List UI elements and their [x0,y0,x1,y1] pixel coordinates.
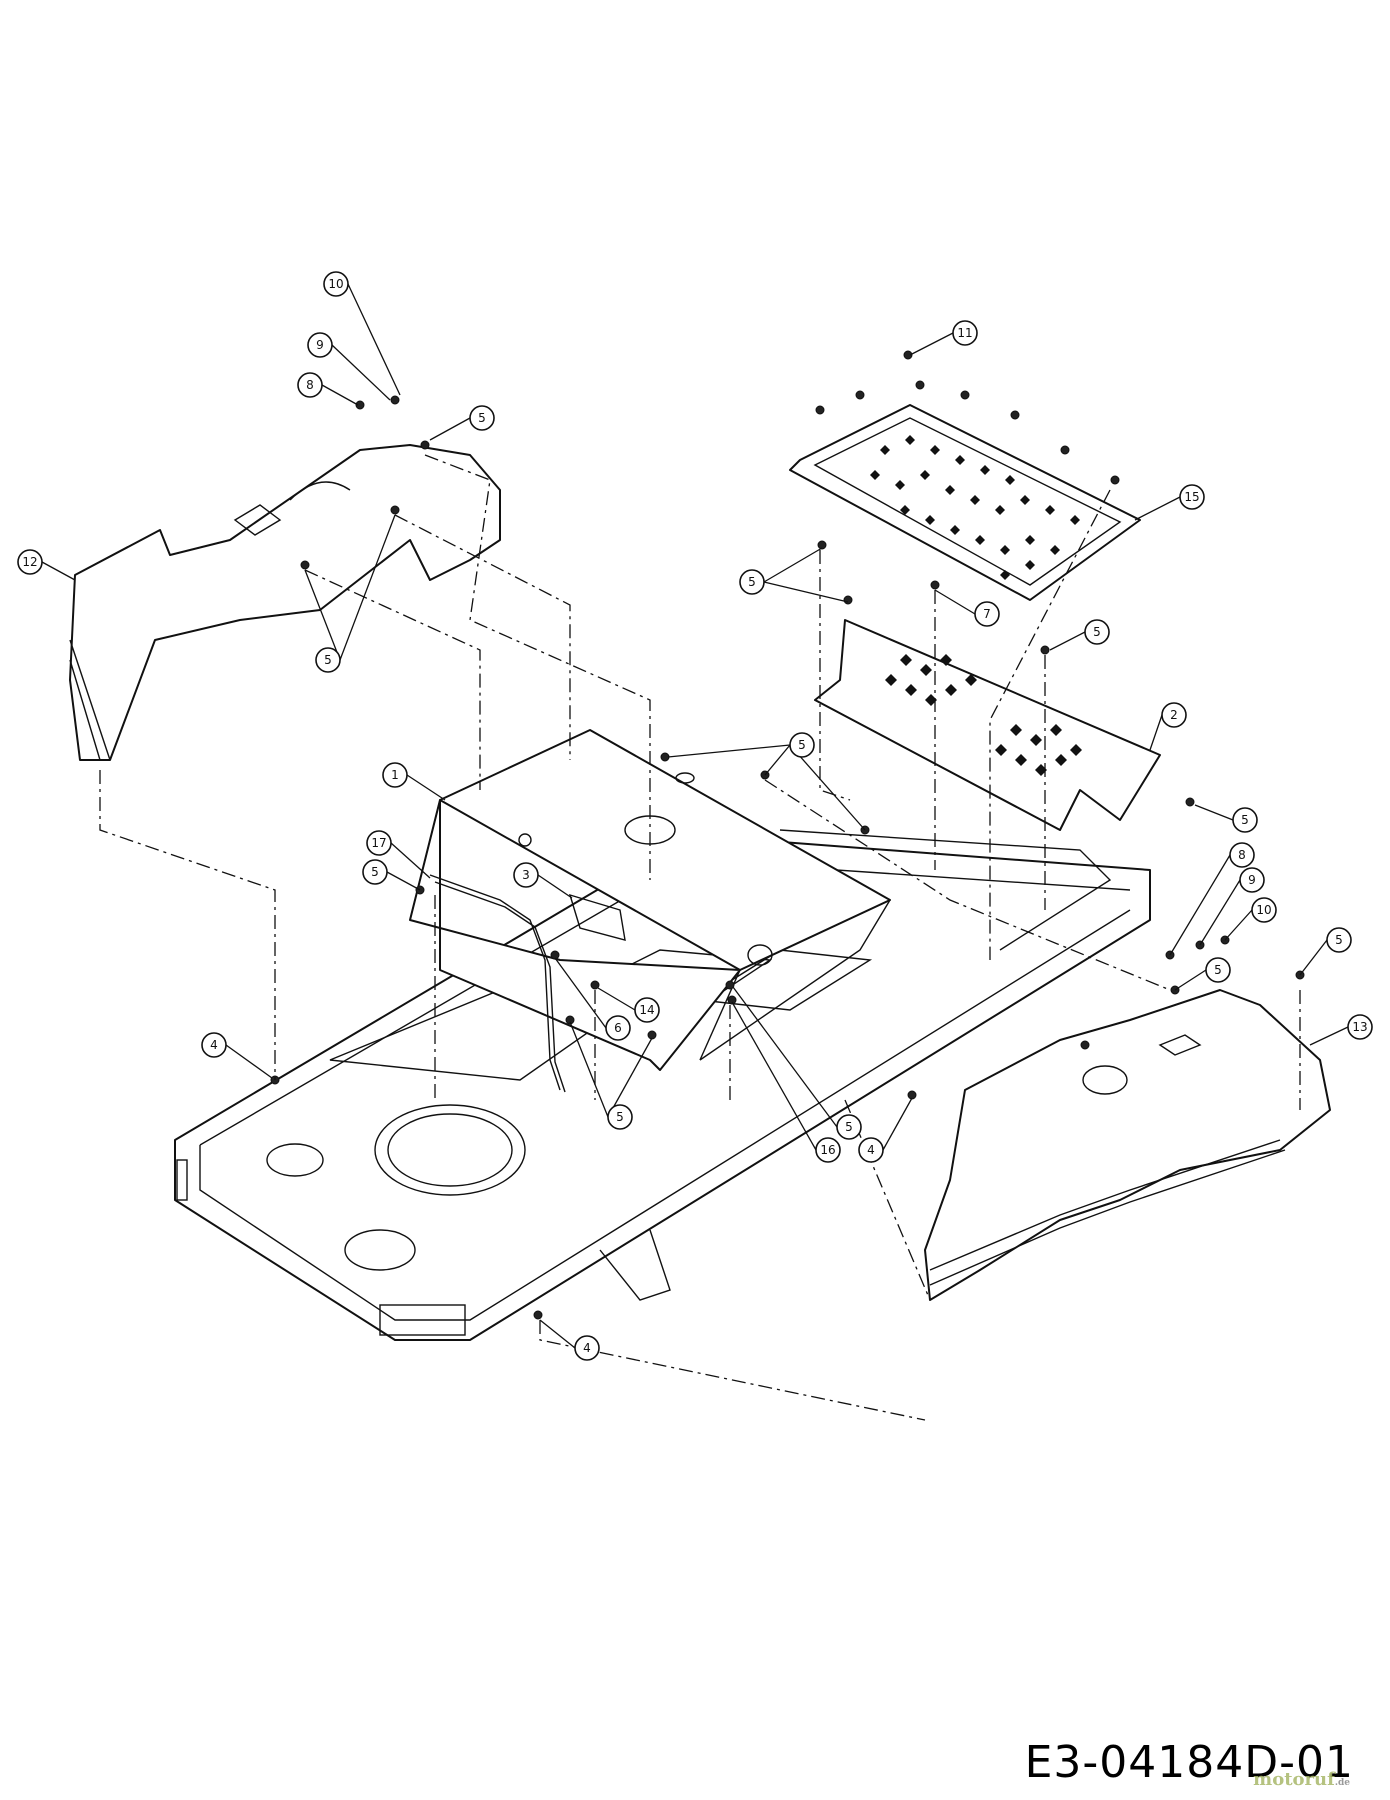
callout-label: 3 [522,868,530,882]
watermark-logo: motoruf.de [1253,1769,1350,1790]
callout-5d: 5 [1049,619,1110,651]
callout-11: 11 [909,320,978,356]
callout-label: 15 [1184,490,1199,504]
callout-5e: 5 [1194,804,1258,833]
callout-3: 3 [513,862,573,899]
callout-8a: 8 [297,372,359,406]
callout-15: 15 [1134,484,1205,521]
callout-5b: 5 [304,514,396,673]
bracket [568,893,626,941]
callout-9b: 9 [1199,867,1265,946]
callout-5c: 5 [739,547,849,603]
foot-plate [814,619,1161,831]
callout-label: 8 [306,378,314,392]
callout-4a: 4 [201,1032,273,1079]
callout-label: 5 [371,865,379,879]
callout-2: 2 [1149,702,1187,751]
callout-4c: 4 [539,1319,600,1361]
callout-5h: 5 [1299,927,1352,976]
alignment-lines [99,454,1301,1421]
callout-12: 12 [17,549,76,581]
drawing-number: E3-04184D-01 [1024,1737,1354,1788]
callout-17: 17 [366,830,431,879]
callout-label: 5 [1241,813,1249,827]
callout-label: 2 [1170,708,1178,722]
left-fender [69,444,501,761]
callout-label: 5 [748,575,756,589]
callout-1: 1 [382,762,446,801]
callout-label: 11 [957,326,972,340]
callout-label: 9 [1248,873,1256,887]
callout-label: 7 [983,607,991,621]
callout-label: 17 [371,836,386,850]
callout-label: 4 [583,1341,591,1355]
callout-label: 5 [324,653,332,667]
wiring-harness [429,874,566,1093]
callout-label: 5 [798,738,806,752]
callout-label: 4 [867,1143,875,1157]
callout-5f: 5 [667,732,866,831]
callout-label: 4 [210,1038,218,1052]
callout-label: 16 [820,1143,835,1157]
callout-7: 7 [934,589,1000,627]
callout-9a: 9 [307,332,391,401]
callout-label: 5 [1335,933,1343,947]
callout-13: 13 [1309,1014,1373,1046]
callout-label: 5 [845,1120,853,1134]
callout-5a: 5 [429,405,495,441]
callout-label: 5 [1214,963,1222,977]
callout-label: 8 [1238,848,1246,862]
callout-label: 14 [639,1003,654,1017]
callout-4b: 4 [858,1097,913,1163]
callout-16: 16 [731,1001,841,1163]
callout-label: 1 [391,768,399,782]
callout-10a: 10 [323,271,401,396]
callout-10b: 10 [1224,897,1277,941]
callout-label: 9 [316,338,324,352]
callout-5k: 5 [732,986,862,1140]
callout-label: 12 [22,555,37,569]
rubber-mat [789,404,1141,601]
callout-label: 5 [616,1110,624,1124]
callout-label: 10 [1256,903,1271,917]
callout-label: 10 [328,277,343,291]
callout-14: 14 [597,987,660,1023]
callout-5g: 5 [362,859,421,891]
callout-label: 6 [614,1021,622,1035]
callout-label: 13 [1352,1020,1367,1034]
callout-5j: 5 [569,1021,653,1130]
callout-label: 5 [478,411,486,425]
callout-label: 5 [1093,625,1101,639]
watermark-tld: .de [1334,1778,1350,1788]
watermark-brand: motoruf [1253,1769,1335,1790]
callout-6: 6 [554,957,631,1041]
hardware-bolts [270,350,1305,1320]
right-fender [924,989,1331,1301]
callout-5i: 5 [1174,957,1231,991]
callout-8b: 8 [1169,842,1255,956]
